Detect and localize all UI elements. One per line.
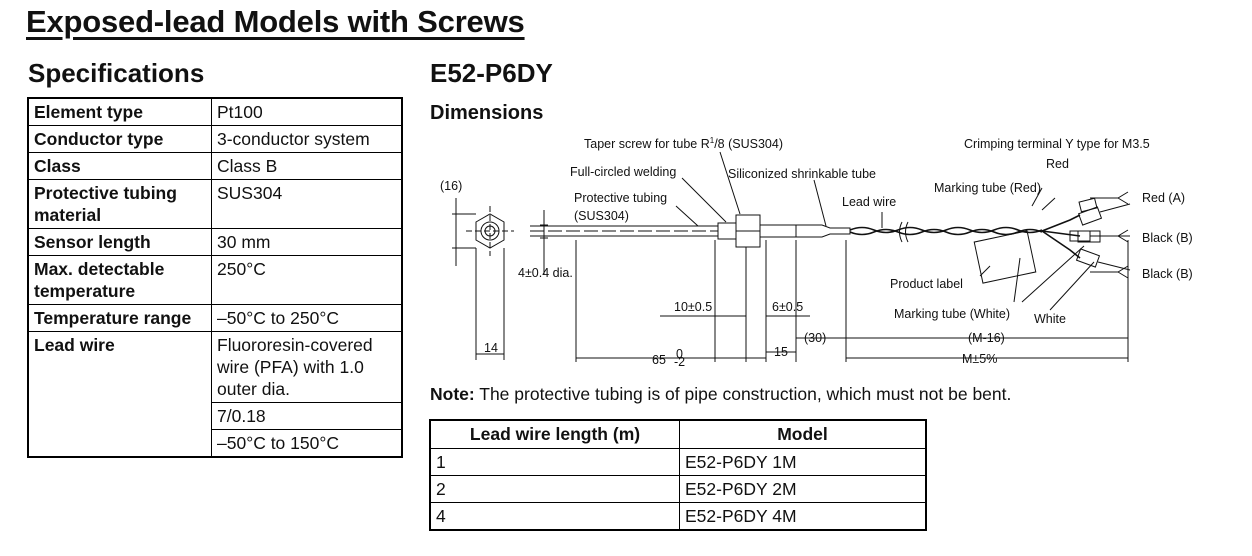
label-dim-m16: (M-16) (968, 331, 1005, 345)
label-dim-16: (16) (440, 179, 462, 193)
spec-value: 3-conductor system (211, 125, 403, 153)
cell-length: 1 (429, 448, 680, 476)
spec-key: Temperature range (27, 304, 212, 332)
label-dim-65-tol-up: 0 (676, 347, 683, 361)
model-heading: E52-P6DY (430, 58, 553, 88)
label-black-b1: Black (B) (1142, 231, 1193, 245)
label-dim-30: (30) (804, 331, 826, 345)
spec-value: 250°C (211, 255, 403, 305)
label-dim-6: 6±0.5 (772, 300, 803, 314)
taper-screw (717, 222, 737, 240)
spec-value: Fluororesin-covered wire (PFA) with 1.0 … (211, 331, 403, 403)
label-protective-tubing: Protective tubing (574, 191, 667, 205)
column-header: Model (679, 419, 927, 449)
cell-model: E52-P6DY 4M (679, 502, 927, 531)
hex-nut-end-view (475, 213, 505, 249)
label-dim-14: 14 (484, 341, 498, 355)
page-title: Exposed-lead Models with Screws (26, 4, 525, 39)
spec-value: Pt100 (211, 97, 403, 126)
spec-value: –50°C to 150°C (211, 429, 403, 458)
note: Note: The protective tubing is of pipe c… (430, 384, 1011, 405)
label-red-a: Red (A) (1142, 191, 1185, 205)
label-red: Red (1046, 157, 1069, 171)
note-text: The protective tubing is of pipe constru… (474, 384, 1012, 404)
spec-row: Temperature range–50°C to 250°C (27, 304, 403, 332)
note-label: Note: (430, 384, 475, 404)
label-dim-m5: M±5% (962, 352, 997, 366)
spec-value: –50°C to 250°C (211, 304, 403, 332)
label-black-b2: Black (B) (1142, 267, 1193, 281)
label-dia: 4±0.4 dia. (518, 266, 573, 280)
table-header-row: Lead wire length (m) Model (429, 419, 927, 449)
label-full-circled-welding: Full-circled welding (570, 165, 676, 179)
spec-key: Element type (27, 97, 212, 126)
label-protective-tubing-material: (SUS304) (574, 209, 629, 223)
label-dim-65-tol-down: -2 (674, 355, 685, 369)
cell-length: 4 (429, 502, 680, 531)
dimensions-heading: Dimensions (430, 102, 544, 124)
spec-value: 30 mm (211, 228, 403, 256)
label-white: White (1034, 312, 1066, 326)
label-crimping-terminal: Crimping terminal Y type for M3.5 (964, 137, 1150, 151)
product-label (973, 230, 1037, 284)
label-dim-10: 10±0.5 (674, 300, 712, 314)
spec-row: 7/0.18 (28, 402, 403, 430)
screw-shank (759, 224, 797, 238)
cell-model: E52-P6DY 2M (679, 475, 927, 503)
spec-key: Lead wire (27, 331, 212, 457)
spec-value: SUS304 (211, 179, 403, 229)
spec-row: –50°C to 150°C (28, 429, 403, 458)
label-dim-65: 65 (652, 353, 666, 367)
dimensions-diagram: Taper screw for tube R1/8 (SUS304) Full-… (440, 136, 1193, 369)
spec-value: Class B (211, 152, 403, 180)
column-header: Lead wire length (m) (429, 419, 680, 449)
spec-key: Conductor type (27, 125, 212, 153)
label-lead-wire: Lead wire (842, 195, 896, 209)
label-marking-tube-white: Marking tube (White) (894, 307, 1010, 321)
spec-key: Protective tubing material (27, 179, 212, 229)
spec-key: Class (27, 152, 212, 180)
marking-tube-white-2 (1075, 248, 1101, 268)
cell-length: 2 (429, 475, 680, 503)
specifications-heading: Specifications (28, 58, 205, 88)
crimp-terminal-red (1090, 191, 1129, 205)
label-siliconized-tube: Siliconized shrinkable tube (728, 167, 876, 181)
cell-model: E52-P6DY 1M (679, 448, 927, 476)
crimp-terminal-black-2 (1090, 265, 1129, 279)
label-marking-tube-red: Marking tube (Red) (934, 181, 1041, 195)
shrinkable-tube (795, 224, 851, 238)
label-product-label: Product label (890, 277, 963, 291)
label-dim-15: 15 (774, 345, 788, 359)
label-taper-screw: Taper screw for tube R1/8 (SUS304) (584, 136, 783, 151)
crimp-terminal-black (1090, 229, 1129, 243)
spec-key: Sensor length (27, 228, 212, 256)
spec-value: 7/0.18 (211, 402, 403, 430)
spec-key: Max. detectable temperature (27, 255, 212, 305)
